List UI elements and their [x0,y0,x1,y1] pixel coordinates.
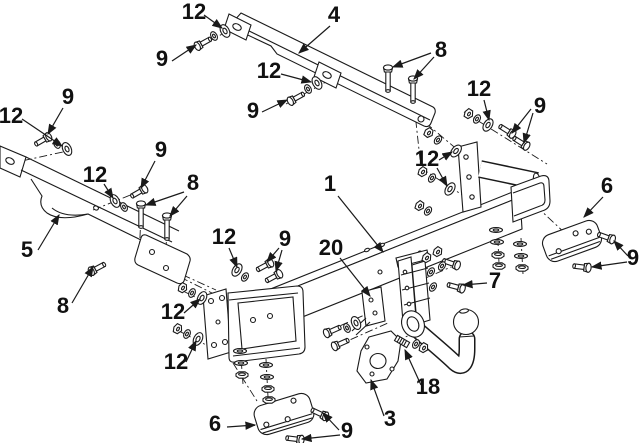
washer-icon [107,192,123,210]
callout-6: 6 [601,173,613,198]
callout-9: 9 [156,46,168,71]
bolt-icon [32,131,54,150]
callout-18: 18 [416,374,440,399]
callout-5: 5 [21,237,33,262]
bolt-icon [254,256,276,275]
callout-9: 9 [62,84,74,109]
washer-icon [426,171,438,185]
beam-right-end-plate [458,142,481,212]
part-6-plate-bottom [252,391,316,437]
callout-12: 12 [164,349,188,374]
washer-icon [258,362,274,368]
washer-icon [427,280,439,294]
nut-icon [171,322,185,336]
beam-right-end-bracket [511,176,550,222]
callout-8: 8 [435,37,447,62]
bolt-icon [128,183,150,202]
callout-20: 20 [319,235,343,260]
beam-left-channel-bracket [228,286,305,362]
washer-icon [239,270,251,284]
callout-7: 7 [489,268,501,293]
washer-icon [488,227,504,233]
bolt-icon [263,267,285,286]
bolt-icon [571,260,593,274]
washer-icon [259,374,275,380]
washer-icon [232,348,248,354]
washer-icon [348,314,364,332]
callout-9: 9 [341,418,353,443]
callout-12: 12 [467,76,491,101]
callout-3: 3 [384,406,396,431]
washer-icon [186,286,198,300]
washer-icon [489,239,505,245]
callout-9: 9 [247,98,259,123]
callout-12: 12 [257,58,281,83]
callout-leader-lines [22,15,628,443]
nut-icon [462,107,476,121]
washer-icon [233,360,249,366]
beam-left-end-plate [203,289,231,359]
bolt-icon [321,322,344,340]
bolt-icon [329,335,352,353]
nut-icon [262,396,276,404]
washer-icon [513,253,529,259]
callout-6: 6 [209,411,221,436]
callout-12: 12 [182,0,206,24]
callout-8: 8 [57,293,69,318]
nut-icon [422,126,436,140]
part-5-side-strap [0,146,190,284]
callout-1: 1 [324,171,336,196]
washer-icon [422,204,434,218]
nut-icon [261,385,275,393]
washer-icon [59,140,75,158]
part-3-socket-plate [357,331,401,383]
bolt-icon [284,432,306,443]
washer-icon [181,327,193,341]
bolt-icon [445,279,467,295]
nut-icon [515,264,529,272]
bolt-icon [192,34,214,53]
bolt-icon [86,259,108,278]
callout-12: 12 [212,224,236,249]
part-4-upper-strap [224,13,435,127]
nut-icon [491,251,505,259]
neck-mount-tower [396,250,430,324]
bolt-icon [510,133,532,152]
nut-icon [235,371,249,379]
callout-9: 9 [534,93,546,118]
callout-8: 8 [187,170,199,195]
swan-neck-tow-ball [397,307,478,365]
callout-12: 12 [415,146,439,171]
callout-12: 12 [83,162,107,187]
callout-9: 9 [155,137,167,162]
bolt-icon [285,89,307,108]
callout-9: 9 [279,226,291,251]
washer-icon [302,82,314,96]
washer-icon [190,330,206,348]
nut-icon [413,199,427,213]
callout-4: 4 [328,2,341,27]
part-6-plate-right [540,218,604,264]
callout-12: 12 [161,299,185,324]
callout-9: 9 [627,245,639,270]
washer-icon [512,241,528,247]
callout-12: 12 [0,103,23,128]
